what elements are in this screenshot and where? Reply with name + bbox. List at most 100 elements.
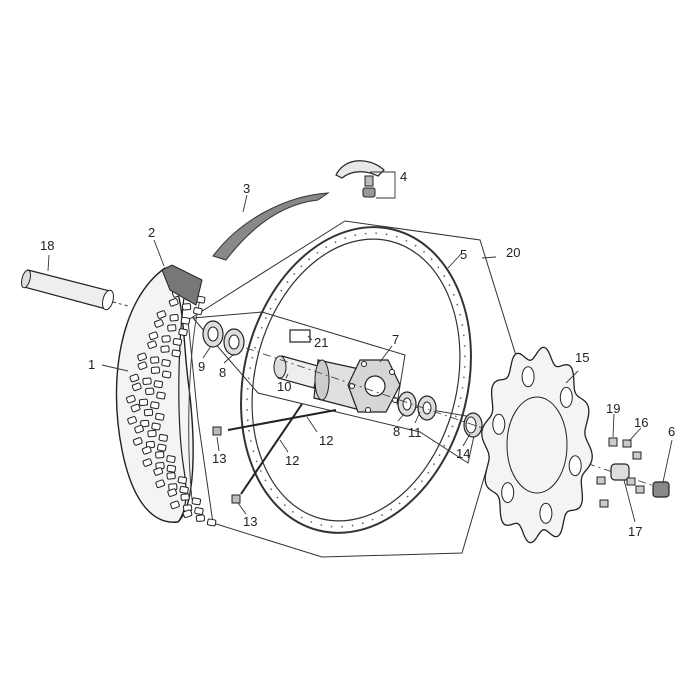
tread-block [172, 337, 183, 346]
wheel-assembly-outline [187, 220, 519, 558]
tread-block [153, 380, 164, 389]
tread-block [151, 422, 161, 431]
disc-cutout [501, 482, 515, 504]
tread-block [142, 377, 152, 385]
tread-block [156, 391, 166, 400]
tread-block [154, 319, 164, 328]
left-bearings [202, 320, 245, 356]
callout-9: 9 [198, 359, 205, 374]
callout-20: 20 [506, 245, 520, 260]
brake-disc [481, 346, 593, 544]
tread-block [182, 509, 193, 519]
tread-block [166, 455, 176, 463]
tread-block [166, 464, 177, 473]
callout-1: 1 [88, 357, 95, 372]
right-bearings [397, 391, 437, 421]
tread-block [141, 446, 152, 455]
tread-block [130, 403, 141, 413]
tread-block [147, 340, 157, 349]
tread-block [140, 419, 150, 428]
tread-block [181, 303, 192, 311]
callout-6: 6 [668, 424, 675, 439]
tread-block [178, 328, 188, 337]
tread-block [179, 485, 189, 494]
disc-cutout [559, 386, 573, 408]
callout-8-right: 8 [393, 424, 400, 439]
callout-5: 5 [460, 247, 467, 262]
tread-block [150, 366, 161, 374]
tread-block [147, 429, 157, 438]
tread-block [137, 361, 148, 370]
wheel-rim [240, 226, 472, 534]
tread-block [155, 479, 166, 489]
tread-block [150, 356, 160, 364]
callout-7: 7 [392, 332, 399, 347]
tread-block [161, 359, 171, 367]
spokes [212, 403, 337, 504]
axle-axis-line [245, 347, 661, 489]
tread-block [180, 493, 190, 501]
tread-block [168, 298, 179, 307]
tread-block [155, 412, 165, 421]
tread-block [193, 307, 203, 315]
wheel-hub [313, 359, 401, 413]
tread-block [158, 433, 168, 442]
tread-block [132, 437, 143, 446]
callout-2: 2 [148, 225, 155, 240]
leader-lines [47, 171, 673, 523]
callout-18: 18 [40, 238, 54, 253]
tread-block [191, 497, 202, 506]
valve-cap [335, 160, 385, 198]
callout-19: 19 [606, 401, 620, 416]
label-tag [289, 329, 311, 343]
callout-14: 14 [456, 446, 470, 461]
disc-hardware [596, 437, 670, 508]
callout-17: 17 [628, 524, 642, 539]
callout-8-left: 8 [219, 365, 226, 380]
inner-tube [212, 192, 330, 261]
tread-block [145, 387, 155, 396]
callout-4: 4 [400, 169, 407, 184]
callout-labels: 1 2 3 4 5 6 7 8 8 9 10 11 12 12 13 13 14… [40, 169, 675, 539]
hub-spacer [273, 355, 319, 389]
tread-block [142, 458, 153, 467]
tread-block [180, 316, 191, 325]
callout-12-upper: 12 [319, 433, 333, 448]
tread-block [194, 507, 204, 515]
tread-block [206, 518, 217, 527]
tread-block [195, 514, 206, 522]
tread-block [131, 382, 142, 392]
tread-block [157, 443, 167, 452]
tread-block [160, 345, 170, 353]
tread-block [137, 352, 147, 362]
tread-block [161, 370, 172, 379]
disc-cutout [539, 502, 553, 524]
tread-block [167, 488, 178, 497]
tread-block [148, 331, 159, 341]
rim-band [161, 264, 203, 306]
tread-block [155, 451, 165, 459]
tread-block [170, 500, 180, 510]
tread-block [167, 324, 177, 332]
tread-block [150, 401, 160, 410]
tread-block [166, 472, 176, 480]
callout-11: 11 [408, 425, 422, 440]
callout-13-upper: 13 [212, 451, 226, 466]
tire [115, 267, 217, 527]
disc-cutout [492, 413, 506, 435]
tread-block [161, 335, 171, 343]
tread-block [126, 394, 136, 404]
wheel-axle [20, 269, 129, 311]
tread-block [138, 398, 149, 407]
tire-tread-blocks [126, 289, 217, 527]
tread-block [129, 373, 140, 383]
callout-15: 15 [575, 350, 589, 365]
callout-16: 16 [634, 415, 648, 430]
tread-block [143, 408, 154, 417]
callout-21: 21 [314, 335, 328, 350]
callout-3: 3 [243, 181, 250, 196]
disc-cutout [521, 366, 535, 388]
tread-block [153, 467, 164, 476]
tread-block [177, 476, 188, 485]
